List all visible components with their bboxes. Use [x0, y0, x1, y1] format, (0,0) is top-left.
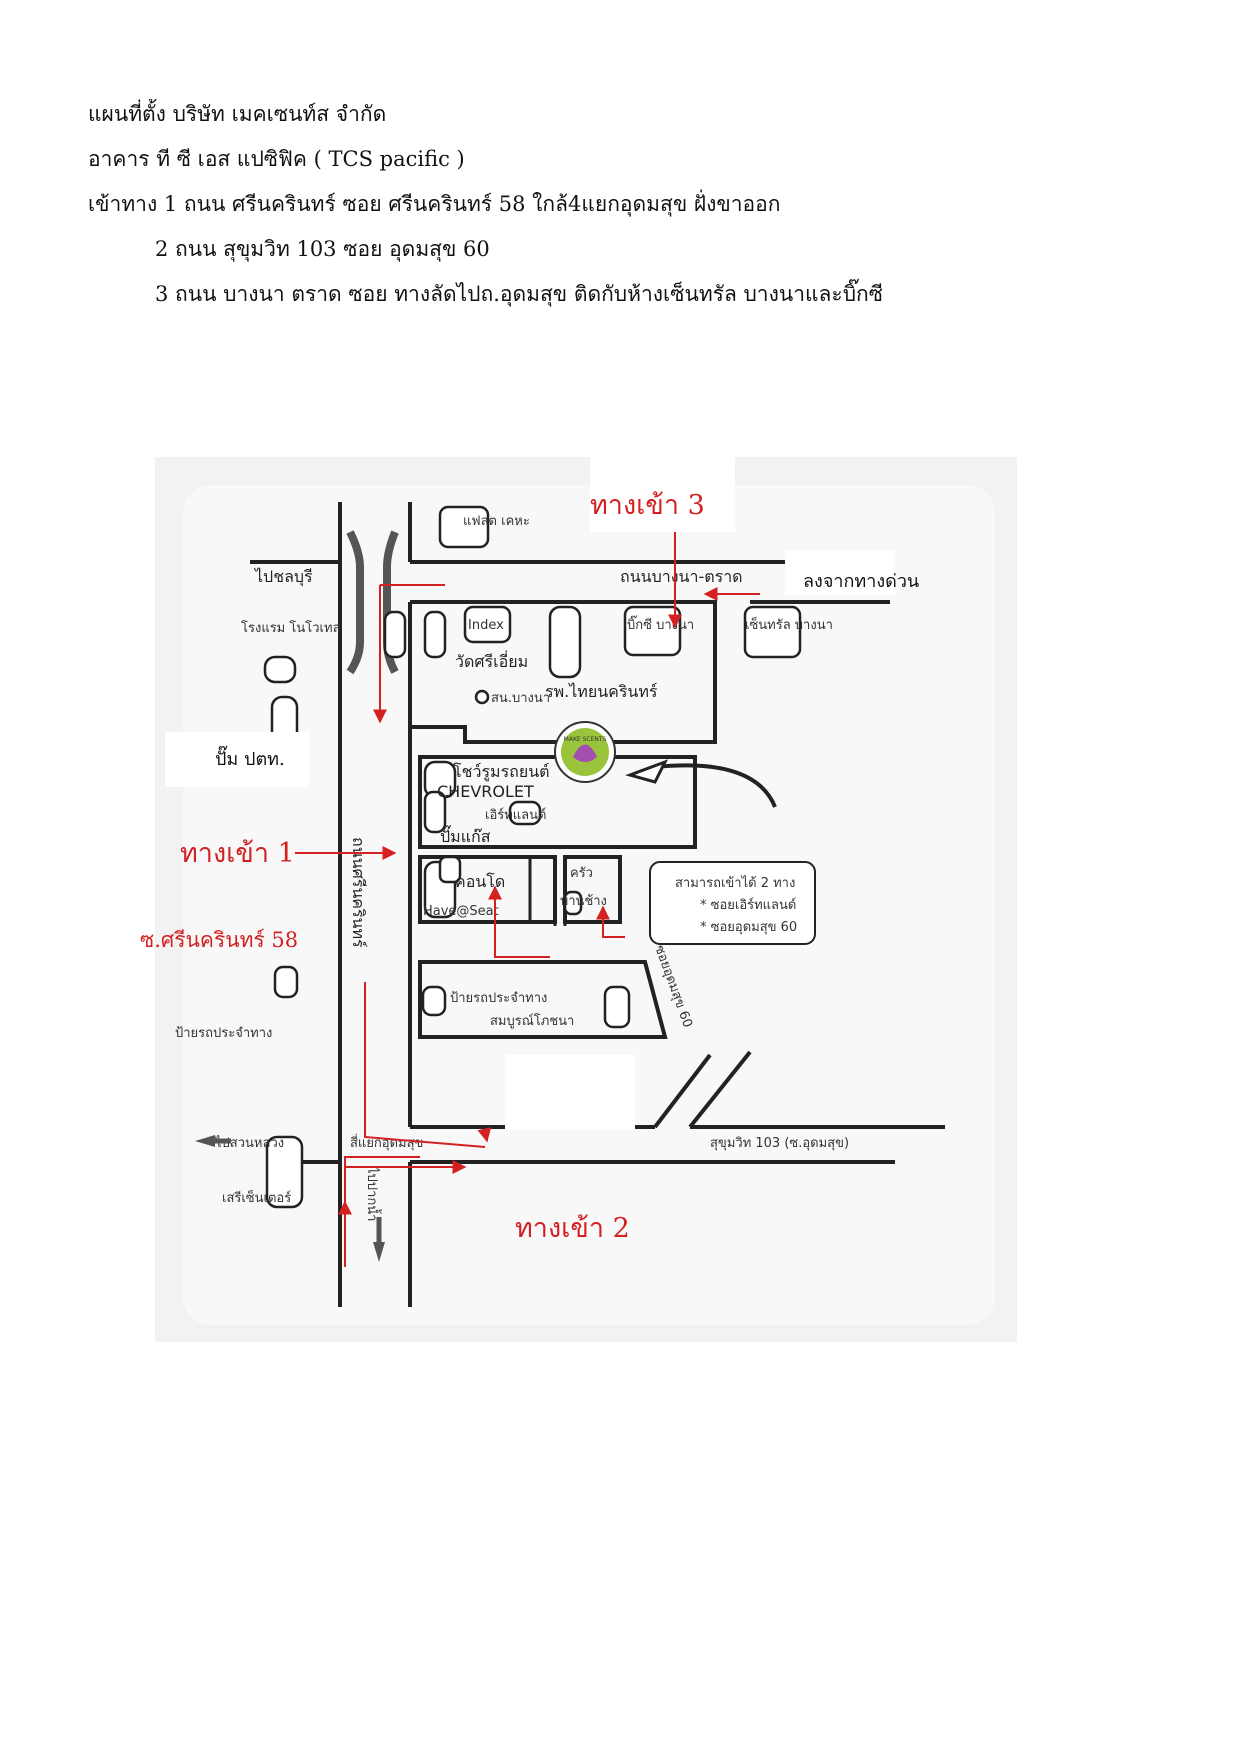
entry3-patch [590, 457, 735, 532]
label-srinakarin-road: ถนนศรีนครินทร์ [349, 837, 368, 948]
express-patch [785, 550, 895, 595]
arrow-down-icon [373, 1242, 385, 1262]
median-right [383, 530, 399, 674]
map-canvas: MAKE SCENTS สามารถเข้าได้ 2 ทาง * ซอยเอิ… [140, 457, 995, 1325]
gas-building [508, 800, 542, 826]
median-left [346, 530, 364, 675]
label-wat: วัดศรีเอี่ยม [455, 650, 528, 671]
ptt-patch [165, 732, 310, 787]
arrow-left-icon [195, 1135, 215, 1147]
label-bus-stop-2: ป้ายรถประจำทาง [450, 991, 547, 1006]
label-condo: คอนโด [455, 872, 505, 891]
note-box [649, 861, 816, 945]
bus-stop-building [273, 965, 299, 999]
label-entry-1: ทางเข้า 1 [180, 838, 295, 869]
label-sukhumvit: สุขุมวิท 103 (ซ.อุดมสุข) [710, 1136, 849, 1151]
header-line-1: แผนที่ตั้ง บริษัท เมคเซนท์ส จำกัด [88, 102, 387, 126]
label-entry-3: ทางเข้า 3 [590, 490, 705, 521]
header-line-5: 3 ถนน บางนา ตราด ซอย ทางลัดไปถ.อุดมสุข ต… [155, 282, 883, 306]
label-to-pak-nam: ไปปากน้ำ [364, 1166, 382, 1221]
bigc-building [623, 605, 682, 657]
header-line-4: 2 ถนน สุขุมวิท 103 ซอย อุดมสุข 60 [155, 237, 490, 261]
buildings [263, 505, 802, 1209]
label-flat: แฟลต เคหะ [463, 514, 530, 529]
label-entry-2: ทางเข้า 2 [515, 1213, 630, 1244]
seri-center-building [265, 1135, 304, 1209]
flat-building [438, 505, 490, 549]
label-four-way: สี่แยกอุดมสุข [350, 1134, 424, 1151]
label-sombun: สมบูรณ์โภชนา [490, 1013, 574, 1029]
label-seri-center: เสรีเซ็นเตอร์ [222, 1188, 291, 1206]
label-express-exit: ลงจากทางด่วน [803, 571, 919, 592]
hospital-building [548, 605, 582, 679]
location-map: MAKE SCENTS สามารถเข้าได้ 2 ทาง * ซอยเอิ… [140, 457, 1017, 1342]
sombun-building [603, 985, 631, 1029]
label-have-seat: Have@Seat [423, 904, 499, 919]
label-krua: ครัว [570, 866, 593, 881]
note-item-1: * ซอยเอิร์ทแลนด์ [700, 897, 796, 913]
label-earthland: เอิร์ทแลนด์ [485, 807, 546, 823]
label-soi-58: ซ.ศรีนครินทร์ 58 [140, 928, 298, 952]
label-ban-chang: บ้านช้าง [560, 894, 607, 909]
header-line-2: อาคาร ที ซี เอส แปซิฟิค ( TCS pacific ) [88, 147, 465, 171]
label-police: สน.บางนา [491, 691, 550, 706]
header-line-3: เข้าทาง 1 ถนน ศรีนครินทร์ ซอย ศรีนครินทร… [88, 192, 781, 216]
label-novotel: โรงแรม โนโวเทล [241, 620, 341, 636]
label-showroom: โชว์รูมรถยนต์ [453, 762, 550, 782]
central-building [743, 605, 802, 659]
red-routes [295, 507, 760, 1267]
label-bangna-trad: ถนนบางนา-ตราด [620, 567, 743, 586]
label-central: เซ็นทรัล บางนา [745, 615, 833, 633]
map-panel [183, 485, 995, 1325]
label-chevrolet: CHEVROLET [437, 782, 534, 801]
label-ptt: ปั๊ม ปตท. [215, 745, 285, 770]
label-to-suan-luang: ไปสวนหลวง [214, 1135, 284, 1151]
label-bus-stop: ป้ายรถประจำทาง [175, 1026, 272, 1041]
note-item-2: * ซอยอุดมสุข 60 [700, 920, 797, 935]
curve-arrow [654, 763, 777, 808]
entry2-patch [505, 1055, 635, 1130]
index-building [463, 605, 512, 644]
note-title: สามารถเข้าได้ 2 ทาง [675, 875, 795, 891]
block-bottom [418, 960, 668, 1039]
label-to-chonburi: ไปชลบุรี [253, 567, 313, 587]
label-index: Index [468, 618, 504, 633]
label-bigc: บิ๊กซี บางนา [627, 615, 694, 633]
logo-text: MAKE SCENTS [564, 736, 607, 743]
label-gas: ปั๊มแก๊ส [440, 825, 491, 846]
label-hospital: รพ.ไทยนครินทร์ [545, 682, 658, 701]
